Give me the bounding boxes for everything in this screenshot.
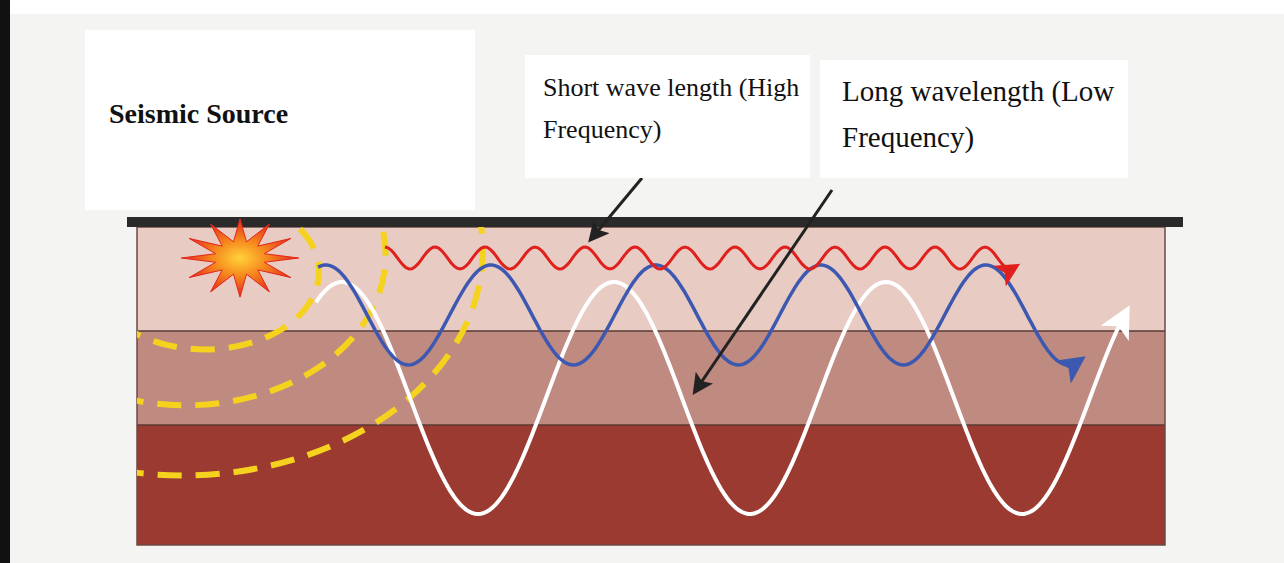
layer-boundary [137, 330, 1165, 332]
label-text: Seismic Source [109, 92, 465, 137]
callout-box: Long wavelength (Low Frequency) [820, 60, 1128, 178]
ground-surface [127, 217, 1183, 227]
low-frequency-wave [316, 282, 1126, 514]
seismic-source-burst [181, 219, 299, 297]
wavefront-arc [137, 227, 483, 475]
middle-layer [137, 331, 1165, 425]
label-text: Long wavelength (Low Frequency) [842, 68, 1118, 161]
upper-layer [137, 227, 1165, 331]
callout-box: Short wave length (High Frequency) [525, 55, 810, 178]
frame-top [10, 0, 1284, 14]
panel-ground [10, 0, 1284, 563]
lower-layer [137, 425, 1165, 545]
layer-boundary [137, 424, 1165, 426]
leader-arrow [696, 190, 832, 390]
label-text: Short wave length (High Frequency) [543, 67, 800, 150]
medium-frequency-wave [318, 265, 1080, 365]
wavefront-arcs [137, 227, 483, 475]
leader-arrow [592, 178, 642, 238]
high-frequency-wave [385, 247, 1015, 269]
source-label-box: Seismic Source [85, 30, 475, 210]
frame-edge [0, 0, 10, 563]
